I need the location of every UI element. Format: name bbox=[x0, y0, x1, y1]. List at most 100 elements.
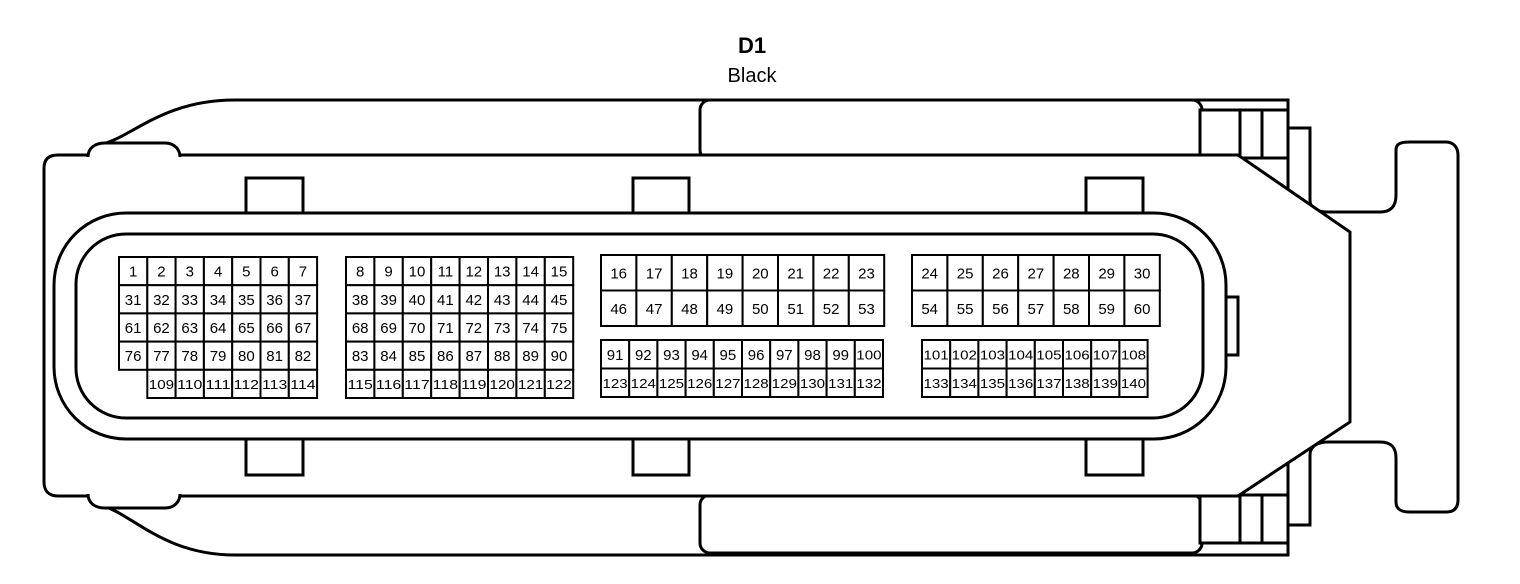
pin-number: 138 bbox=[1065, 376, 1090, 391]
pin-cell-box bbox=[146, 256, 177, 287]
pin-number: 31 bbox=[125, 292, 142, 309]
pin-cell-box bbox=[1062, 339, 1093, 370]
pin-cell-38: 38 bbox=[345, 284, 376, 315]
pin-number: 91 bbox=[607, 347, 624, 364]
pin-number: 82 bbox=[295, 348, 312, 365]
pin-cell-50: 50 bbox=[741, 289, 779, 327]
pin-number: 112 bbox=[234, 377, 259, 392]
pin-cell-89: 89 bbox=[515, 340, 546, 371]
pin-cell-box bbox=[487, 256, 518, 287]
pin-cell-box bbox=[977, 367, 1008, 398]
pin-cell-66: 66 bbox=[259, 312, 290, 343]
pin-number: 128 bbox=[744, 376, 769, 391]
pin-cell-17: 17 bbox=[635, 254, 673, 292]
pin-number: 131 bbox=[828, 376, 853, 391]
pin-cell-5: 5 bbox=[231, 256, 262, 287]
pin-number: 80 bbox=[238, 348, 255, 365]
pin-number: 109 bbox=[149, 377, 174, 392]
pin-cell-box bbox=[635, 289, 673, 327]
pin-cell-22: 22 bbox=[812, 254, 850, 292]
pin-cell-11: 11 bbox=[430, 256, 461, 287]
pin-cell-60: 60 bbox=[1123, 289, 1161, 327]
pin-number: 129 bbox=[772, 376, 797, 391]
pin-number: 23 bbox=[858, 265, 875, 282]
pin-cell-57: 57 bbox=[1017, 289, 1055, 327]
pin-number: 32 bbox=[153, 292, 170, 309]
pin-number: 98 bbox=[804, 347, 821, 364]
pin-cell-59: 59 bbox=[1088, 289, 1126, 327]
pin-number: 34 bbox=[210, 292, 227, 309]
pin-number: 101 bbox=[924, 347, 949, 362]
pin-cell-box bbox=[847, 289, 886, 327]
pin-cell-box bbox=[684, 367, 715, 398]
pin-number: 11 bbox=[438, 264, 454, 281]
pin-number: 7 bbox=[299, 264, 307, 281]
pin-cell-box bbox=[741, 289, 779, 327]
pin-cell-70: 70 bbox=[401, 312, 433, 343]
pin-number: 125 bbox=[659, 376, 684, 391]
pin-cell-32: 32 bbox=[146, 284, 177, 315]
pin-cell-120: 120 bbox=[487, 368, 518, 399]
pin-cell-112: 112 bbox=[231, 368, 262, 399]
pin-cell-33: 33 bbox=[174, 284, 205, 315]
pin-cell-box bbox=[287, 368, 319, 399]
pin-cell-128: 128 bbox=[741, 367, 772, 398]
pin-number: 105 bbox=[1036, 347, 1061, 362]
pin-number: 8 bbox=[356, 264, 364, 281]
pin-cell-29: 29 bbox=[1088, 254, 1126, 292]
pin-number: 99 bbox=[832, 347, 849, 364]
pin-cell-15: 15 bbox=[543, 256, 575, 287]
pin-cell-71: 71 bbox=[430, 312, 461, 343]
pin-number: 130 bbox=[800, 376, 825, 391]
pin-cell-31: 31 bbox=[118, 284, 149, 315]
pin-cell-box bbox=[259, 368, 290, 399]
pin-cell-75: 75 bbox=[543, 312, 575, 343]
pin-cell-95: 95 bbox=[712, 339, 743, 370]
pin-number: 137 bbox=[1036, 376, 1061, 391]
pin-cell-box bbox=[847, 254, 886, 292]
pin-number: 41 bbox=[437, 292, 454, 309]
pin-number: 78 bbox=[181, 348, 198, 365]
pin-cell-box bbox=[202, 284, 234, 315]
pin-cell-126: 126 bbox=[684, 367, 715, 398]
pin-cell-4: 4 bbox=[202, 256, 234, 287]
pin-cell-box bbox=[1017, 254, 1055, 292]
pin-number: 19 bbox=[717, 265, 734, 282]
pin-cell-116: 116 bbox=[373, 368, 404, 399]
pin-cell-box bbox=[949, 367, 980, 398]
pin-cell-30: 30 bbox=[1123, 254, 1161, 292]
pin-cell-box bbox=[1052, 254, 1090, 292]
pin-number: 122 bbox=[546, 377, 571, 392]
pin-number: 3 bbox=[186, 264, 194, 281]
pin-number: 70 bbox=[409, 320, 426, 337]
pin-cell-19: 19 bbox=[706, 254, 744, 292]
pin-cell-58: 58 bbox=[1052, 289, 1090, 327]
pin-number: 77 bbox=[153, 348, 170, 365]
pin-cell-44: 44 bbox=[515, 284, 546, 315]
pin-cell-42: 42 bbox=[458, 284, 490, 315]
pin-number: 84 bbox=[380, 348, 397, 365]
pin-cell-24: 24 bbox=[911, 254, 949, 292]
pin-number: 59 bbox=[1098, 301, 1115, 318]
pin-number: 9 bbox=[384, 264, 392, 281]
pin-number: 14 bbox=[522, 264, 539, 281]
pin-cell-88: 88 bbox=[487, 340, 518, 371]
pin-cell-box bbox=[487, 284, 518, 315]
pin-number: 94 bbox=[691, 347, 708, 364]
pin-cell-129: 129 bbox=[769, 367, 800, 398]
pin-number: 52 bbox=[823, 301, 840, 318]
pin-number: 17 bbox=[646, 265, 663, 282]
pin-cell-105: 105 bbox=[1033, 339, 1065, 370]
pin-cell-81: 81 bbox=[259, 340, 290, 371]
pin-cell-box bbox=[1123, 289, 1161, 327]
pin-cell-box bbox=[401, 312, 433, 343]
pin-cell-78: 78 bbox=[174, 340, 205, 371]
pin-number: 116 bbox=[376, 377, 401, 392]
pin-cell-box bbox=[231, 256, 262, 287]
pin-cell-136: 136 bbox=[1005, 367, 1036, 398]
pin-cell-40: 40 bbox=[401, 284, 433, 315]
pin-number: 45 bbox=[551, 292, 568, 309]
pin-cell-14: 14 bbox=[515, 256, 546, 287]
pin-number: 40 bbox=[409, 292, 426, 309]
pin-number: 5 bbox=[242, 264, 250, 281]
